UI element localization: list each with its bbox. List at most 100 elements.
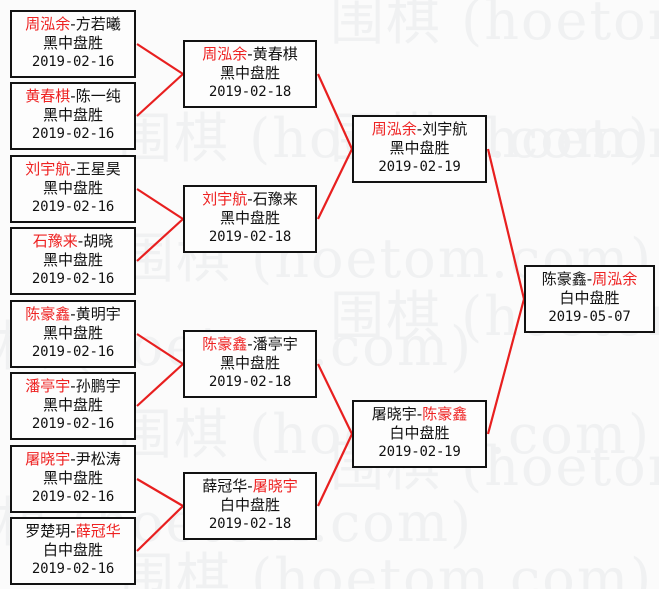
player-loser: 胡晓 — [83, 232, 114, 250]
player-loser: 陈豪鑫 — [541, 270, 587, 288]
match-date: 2019-02-18 — [208, 84, 292, 100]
connector-line — [136, 73, 184, 117]
connector-line — [136, 505, 184, 552]
match-box[interactable]: 黄春棋-陈一纯 黑中盘胜 2019-02-16 — [10, 82, 136, 150]
match-result: 黑中盘胜 — [42, 106, 103, 124]
match-date: 2019-02-16 — [31, 199, 115, 215]
player-winner: 陈豪鑫 — [25, 305, 71, 323]
match-date: 2019-02-18 — [208, 229, 292, 245]
match-result: 黑中盘胜 — [219, 64, 280, 82]
connector-line — [317, 148, 353, 220]
match-result: 白中盘胜 — [389, 424, 450, 442]
player-separator: - — [416, 120, 423, 138]
match-result: 黑中盘胜 — [42, 251, 103, 269]
player-separator: - — [247, 477, 253, 495]
match-box[interactable]: 陈豪鑫-潘亭宇 黑中盘胜 2019-02-18 — [183, 330, 317, 398]
player-winner: 陈豪鑫 — [202, 335, 248, 353]
match-box[interactable]: 屠晓宇-尹松涛 黑中盘胜 2019-02-16 — [10, 445, 136, 513]
player-loser: 石豫来 — [252, 190, 298, 208]
match-date: 2019-02-18 — [208, 374, 292, 390]
match-date: 2019-05-07 — [548, 309, 631, 325]
player-separator: - — [247, 335, 253, 353]
player-loser: 薛冠华 — [202, 477, 248, 495]
match-players: 陈豪鑫-潘亭宇 — [185, 335, 315, 354]
match-date: 2019-02-16 — [31, 416, 115, 432]
match-box[interactable]: 刘宇航-石豫来 黑中盘胜 2019-02-18 — [183, 185, 317, 253]
match-date: 2019-02-18 — [208, 516, 292, 532]
connector-line — [317, 433, 353, 507]
match-date: 2019-02-19 — [378, 159, 461, 175]
match-box[interactable]: 陈豪鑫-黄明宇 黑中盘胜 2019-02-16 — [10, 300, 136, 368]
match-result: 黑中盘胜 — [42, 396, 103, 414]
player-separator: - — [70, 87, 76, 105]
match-players: 石豫来-胡晓 — [12, 232, 134, 251]
match-result: 黑中盘胜 — [42, 179, 103, 197]
player-loser: 罗楚玥 — [25, 522, 71, 540]
player-loser: 王星昊 — [75, 160, 121, 178]
player-winner: 潘亭宇 — [25, 377, 71, 395]
connector-line — [136, 333, 184, 365]
player-winner: 刘宇航 — [25, 160, 71, 178]
match-result: 黑中盘胜 — [42, 469, 103, 487]
player-separator: - — [70, 305, 76, 323]
match-players: 陈豪鑫-黄明宇 — [12, 305, 134, 324]
watermark-text: 围棋 (hoetom.com) — [330, 0, 659, 52]
match-result: 黑中盘胜 — [219, 209, 280, 227]
match-players: 陈豪鑫-周泓余 — [526, 270, 653, 289]
player-winner: 陈豪鑫 — [422, 405, 468, 423]
player-separator: - — [416, 405, 423, 423]
player-separator: - — [70, 522, 76, 540]
player-loser: 方若曦 — [75, 15, 121, 33]
match-result: 黑中盘胜 — [219, 354, 280, 372]
match-box[interactable]: 屠晓宇-陈豪鑫 白中盘胜 2019-02-19 — [352, 400, 487, 468]
match-box[interactable]: 周泓余-方若曦 黑中盘胜 2019-02-16 — [10, 10, 136, 78]
connector-line — [486, 298, 526, 435]
match-date: 2019-02-16 — [31, 271, 115, 287]
player-separator: - — [247, 190, 253, 208]
player-loser: 孙鹏宇 — [75, 377, 121, 395]
match-box-final[interactable]: 陈豪鑫-周泓余 白中盘胜 2019-05-07 — [524, 265, 655, 333]
player-separator: - — [586, 270, 593, 288]
match-players: 周泓余-方若曦 — [12, 15, 134, 34]
connector-line — [136, 478, 184, 507]
match-players: 黄春棋-陈一纯 — [12, 87, 134, 106]
match-box[interactable]: 罗楚玥-薛冠华 白中盘胜 2019-02-16 — [10, 517, 136, 585]
player-separator: - — [70, 160, 76, 178]
player-separator: - — [77, 232, 84, 250]
match-date: 2019-02-16 — [31, 344, 115, 360]
match-players: 屠晓宇-陈豪鑫 — [354, 405, 485, 424]
match-result: 白中盘胜 — [219, 496, 280, 514]
player-separator: - — [70, 15, 76, 33]
match-date: 2019-02-19 — [378, 444, 461, 460]
player-winner: 屠晓宇 — [25, 450, 71, 468]
match-box[interactable]: 周泓余-刘宇航 黑中盘胜 2019-02-19 — [352, 115, 487, 183]
player-winner: 周泓余 — [25, 15, 71, 33]
match-date: 2019-02-16 — [31, 126, 115, 142]
match-box[interactable]: 周泓余-黄春棋 黑中盘胜 2019-02-18 — [183, 40, 317, 108]
match-result: 白中盘胜 — [559, 289, 620, 307]
player-loser: 屠晓宇 — [371, 405, 417, 423]
player-loser: 黄明宇 — [75, 305, 121, 323]
match-box[interactable]: 薛冠华-屠晓宇 白中盘胜 2019-02-18 — [183, 472, 317, 540]
player-winner: 刘宇航 — [202, 190, 248, 208]
player-separator: - — [70, 450, 76, 468]
connector-line — [317, 363, 353, 435]
player-winner: 周泓余 — [592, 270, 638, 288]
player-loser: 尹松涛 — [75, 450, 121, 468]
match-players: 周泓余-黄春棋 — [185, 45, 315, 64]
match-result: 白中盘胜 — [42, 541, 103, 559]
match-date: 2019-02-16 — [31, 561, 115, 577]
player-separator: - — [247, 45, 253, 63]
match-players: 薛冠华-屠晓宇 — [185, 477, 315, 496]
match-players: 罗楚玥-薛冠华 — [12, 522, 134, 541]
connector-line — [486, 148, 526, 300]
match-result: 黑中盘胜 — [42, 324, 103, 342]
match-box[interactable]: 潘亭宇-孙鹏宇 黑中盘胜 2019-02-16 — [10, 372, 136, 440]
match-players: 周泓余-刘宇航 — [354, 120, 485, 139]
match-date: 2019-02-16 — [31, 489, 115, 505]
match-box[interactable]: 石豫来-胡晓 黑中盘胜 2019-02-16 — [10, 227, 136, 295]
player-winner: 石豫来 — [32, 232, 78, 250]
match-box[interactable]: 刘宇航-王星昊 黑中盘胜 2019-02-16 — [10, 155, 136, 223]
player-loser: 刘宇航 — [422, 120, 468, 138]
